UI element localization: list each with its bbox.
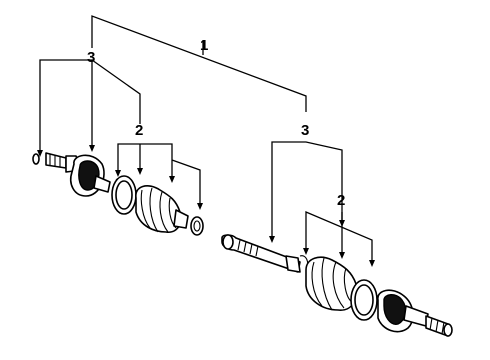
axle-shaft [221,234,301,273]
left-boot-clamp-ring [111,175,137,215]
callout-2-left: 2 [135,122,143,139]
callout-2-right-leader [303,211,375,267]
right-boot-clamp-ring [350,279,378,321]
left-outer-cv-joint [45,152,111,197]
left-small-boot-clamp [190,216,204,236]
callout-2-right: 2 [337,192,345,209]
callout-3-left: 3 [87,49,95,66]
callout-3-left-leader [37,59,141,157]
left-snap-ring [32,153,40,165]
callout-3-right: 3 [301,122,309,139]
left-cv-boot [135,185,189,234]
right-cv-boot [305,256,358,311]
callout-1: 1 [200,37,208,54]
callout-1-leader [91,15,307,112]
right-inner-snap-ring [285,255,309,273]
callout-2-left-leader [115,143,203,210]
right-inner-cv-joint [377,289,453,337]
callout-3-right-leader [269,141,345,243]
